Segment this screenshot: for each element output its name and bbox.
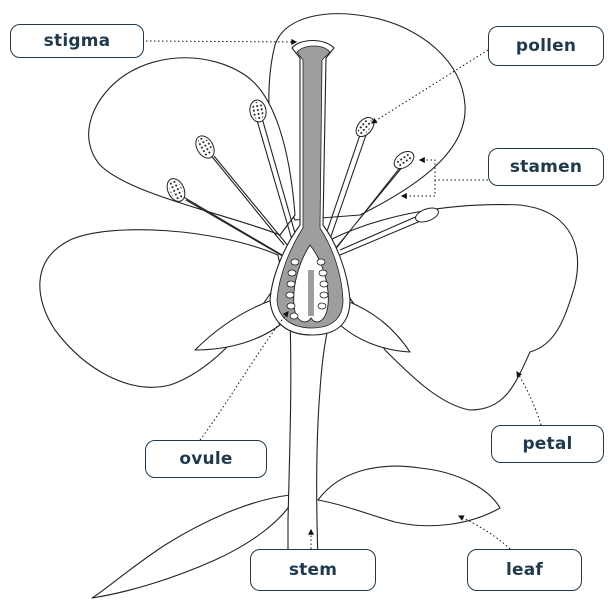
leader-stigma	[146, 41, 296, 42]
label-leaf: leaf	[467, 549, 582, 591]
leader-petal	[517, 372, 541, 425]
label-petal: petal	[491, 425, 604, 463]
label-stamen: stamen	[488, 148, 604, 186]
petal-right	[330, 205, 578, 410]
label-stigma: stigma	[10, 24, 144, 58]
stem-shape	[288, 320, 330, 560]
leaf-right	[318, 466, 500, 526]
petal-left	[40, 230, 282, 387]
label-ovule: ovule	[145, 440, 267, 478]
label-stem: stem	[250, 549, 376, 591]
label-pollen: pollen	[488, 26, 604, 66]
